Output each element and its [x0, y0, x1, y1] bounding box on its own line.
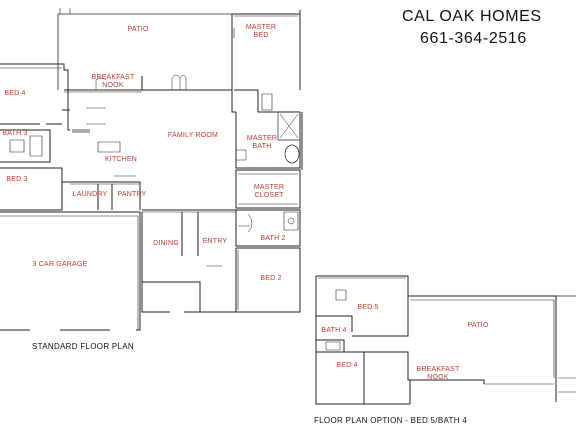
option-plan-caption: FLOOR PLAN OPTION - BED 5/BATH 4: [314, 416, 468, 425]
option-room-label-bath4: BATH 4: [321, 327, 347, 334]
room-label-garage: 3 CAR GARAGE: [32, 261, 88, 268]
company-name: CAL OAK HOMES: [402, 8, 542, 25]
room-label-pantry: PANTRY: [117, 191, 147, 198]
room-label-master-closet: MASTER CLOSET: [253, 184, 285, 199]
room-label-bed3: BED 3: [6, 176, 28, 183]
option-room-label-bed5: BED 5: [357, 304, 379, 311]
standard-plan-caption: STANDARD FLOOR PLAN: [32, 342, 135, 351]
room-label-kitchen: KITCHEN: [104, 156, 138, 163]
room-label-entry: ENTRY: [202, 238, 228, 245]
room-label-bed2: BED 2: [260, 275, 282, 282]
room-label-bed4: BED 4: [4, 90, 26, 97]
room-label-master-bath: MASTER BATH: [246, 135, 278, 150]
option-room-label-patio: PATIO: [467, 322, 489, 329]
room-label-bath3: BATH 3: [2, 130, 28, 137]
room-label-bath2: BATH 2: [260, 235, 286, 242]
option-plan-walls: [315, 275, 576, 405]
room-label-laundry: LAUNDRY: [72, 191, 108, 198]
standard-plan-walls: [0, 8, 303, 331]
room-label-family-room: FAMILY ROOM: [167, 132, 219, 139]
room-label-patio: PATIO: [127, 26, 149, 33]
room-label-master-bed: MASTER BED: [245, 24, 277, 39]
option-room-label-bed4: BED 4: [336, 362, 358, 369]
company-phone: 661-364-2516: [420, 30, 527, 47]
room-label-breakfast-nook: BREAKFAST NOOK: [91, 74, 135, 89]
room-label-dining: DINING: [153, 240, 179, 247]
option-room-label-breakfast-nook: BREAKFAST NOOK: [416, 366, 460, 381]
